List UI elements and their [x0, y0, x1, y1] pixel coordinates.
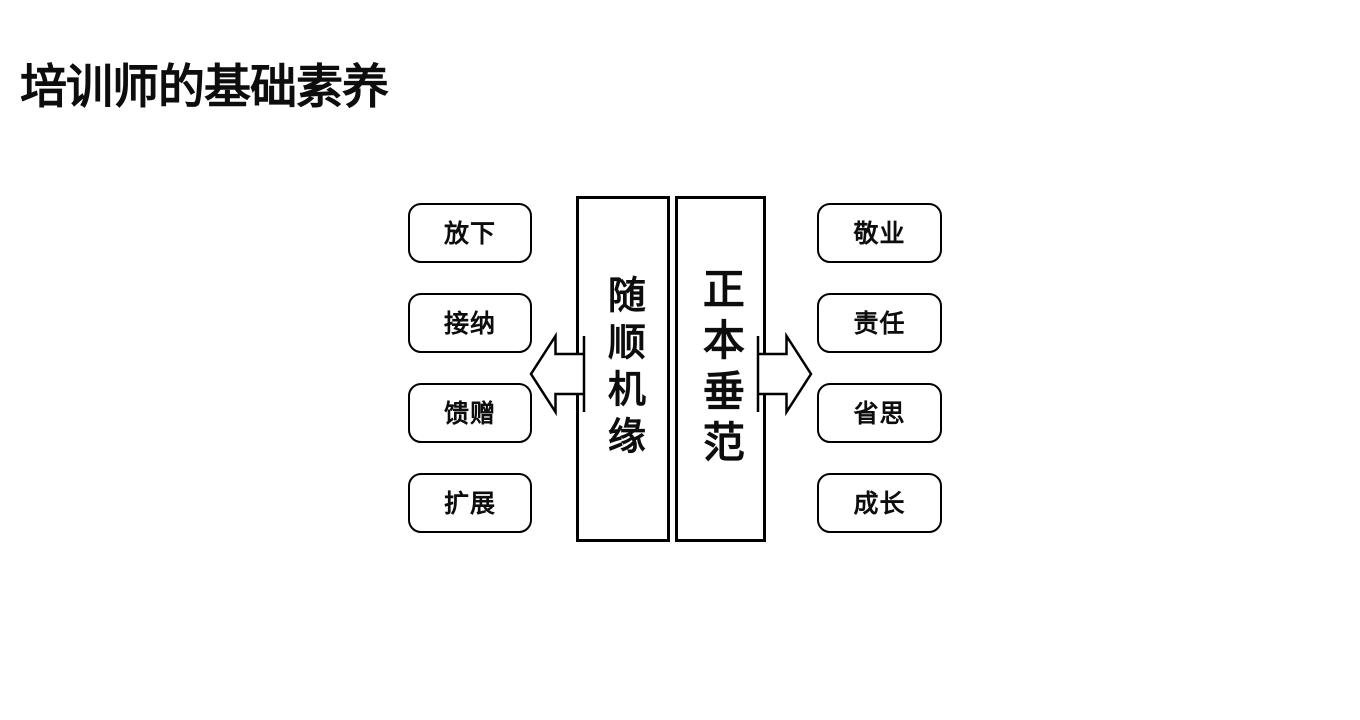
- left-item-1[interactable]: 接纳: [408, 293, 532, 353]
- left-item-2-label: 馈赠: [443, 398, 496, 428]
- right-item-0-label: 敬业: [853, 218, 906, 248]
- right-item-0[interactable]: 敬业: [817, 203, 942, 263]
- core-box-left-label: 随顺机缘: [601, 275, 646, 463]
- core-box-right-label: 正本垂范: [696, 267, 746, 471]
- left-item-0-label: 放下: [443, 218, 496, 248]
- left-item-0[interactable]: 放下: [408, 203, 532, 263]
- left-item-3[interactable]: 扩展: [408, 473, 532, 533]
- right-item-3-label: 成长: [853, 488, 906, 518]
- right-item-1-label: 责任: [853, 308, 906, 338]
- page-title: 培训师的基础素养: [20, 60, 389, 115]
- right-item-3[interactable]: 成长: [817, 473, 942, 533]
- left-item-1-label: 接纳: [443, 308, 496, 338]
- left-item-2[interactable]: 馈赠: [408, 383, 532, 443]
- arrow-right-icon: [756, 331, 813, 417]
- left-item-3-label: 扩展: [443, 488, 496, 518]
- right-item-1[interactable]: 责任: [817, 293, 942, 353]
- arrow-left-icon: [529, 331, 586, 417]
- right-item-2[interactable]: 省思: [817, 383, 942, 443]
- core-box-left[interactable]: 随顺机缘: [576, 196, 670, 542]
- right-item-2-label: 省思: [853, 398, 906, 428]
- core-box-right[interactable]: 正本垂范: [675, 196, 766, 542]
